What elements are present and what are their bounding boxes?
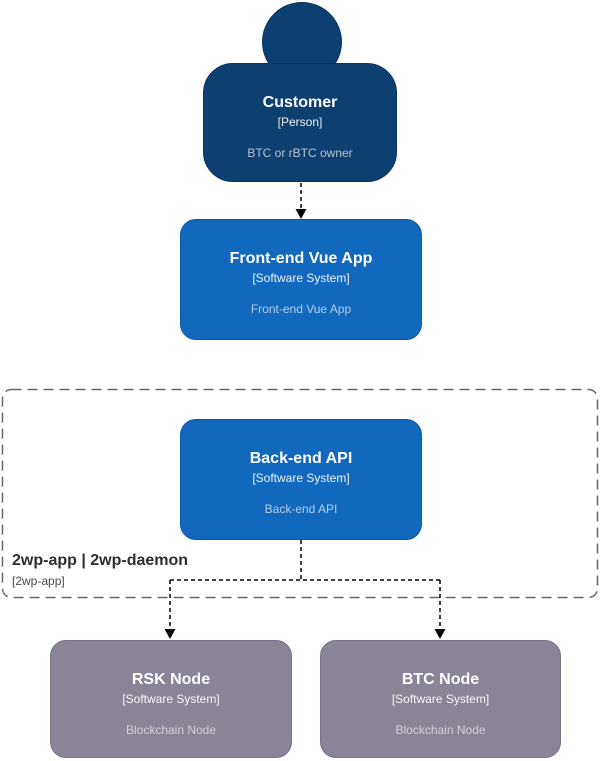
frontend-type: [Software System] [252, 270, 350, 285]
frontend-title: Front-end Vue App [229, 250, 373, 267]
backend-description: Back-end API [264, 501, 338, 516]
rsk-title: RSK Node [131, 671, 211, 688]
node-backend-api: Back-end API [Software System] Back-end … [180, 419, 422, 540]
btc-title: BTC Node [401, 671, 480, 688]
customer-type: [Person] [277, 114, 323, 129]
customer-title: Customer [262, 94, 338, 111]
rsk-type: [Software System] [122, 691, 220, 706]
node-frontend-vue-app: Front-end Vue App [Software System] Fron… [180, 219, 422, 340]
customer-description: BTC or rBTC owner [247, 145, 353, 160]
rsk-description: Blockchain Node [125, 722, 217, 737]
backend-title: Back-end API [249, 450, 353, 467]
boundary-label: 2wp-app | 2wp-daemon [2wp-app] [12, 552, 188, 588]
frontend-description: Front-end Vue App [250, 301, 352, 316]
node-customer: Customer [Person] BTC or rBTC owner [203, 63, 397, 182]
arrowhead-rsk-icon [164, 629, 176, 639]
boundary-subtitle: [2wp-app] [12, 574, 65, 588]
btc-type: [Software System] [391, 691, 490, 706]
node-rsk: RSK Node [Software System] Blockchain No… [50, 640, 292, 758]
arrowhead-frontend-icon [295, 209, 307, 219]
node-btc: BTC Node [Software System] Blockchain No… [320, 640, 561, 758]
arrowhead-btc-icon [434, 629, 446, 639]
btc-description: Blockchain Node [395, 722, 486, 737]
boundary-title: 2wp-app | 2wp-daemon [12, 552, 189, 569]
backend-type: [Software System] [252, 470, 350, 485]
